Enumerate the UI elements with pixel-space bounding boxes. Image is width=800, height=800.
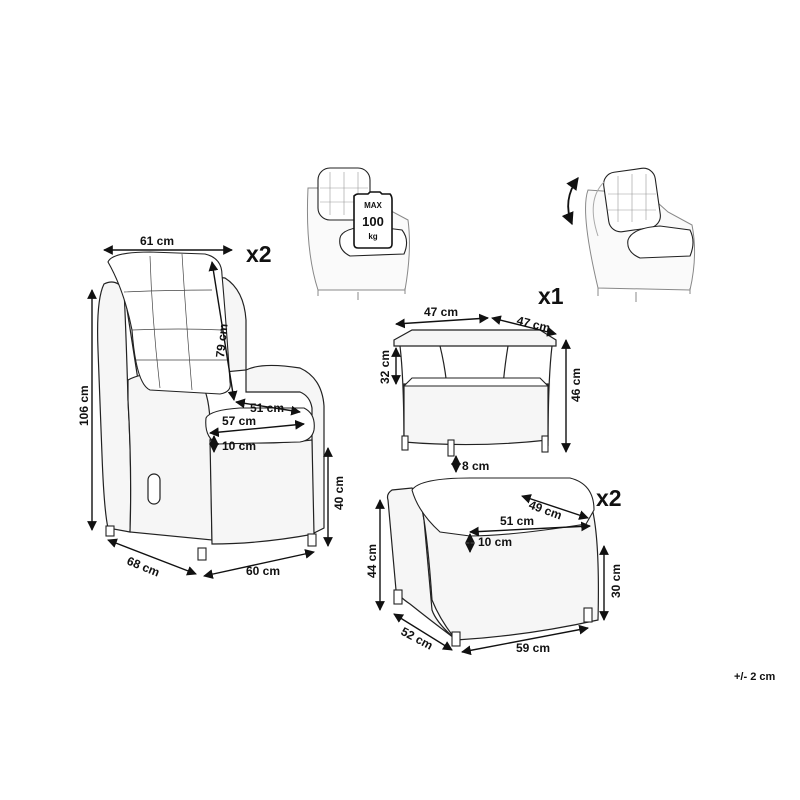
recline-lever [147, 473, 161, 505]
chair-seat-depth-label: 51 cm [250, 401, 284, 415]
chair-illustration [97, 251, 325, 561]
max-load-badge: MAX 100 kg [353, 191, 393, 249]
chair-base-width-label: 60 cm [246, 564, 280, 578]
ottoman-quantity: x2 [596, 485, 622, 511]
chair-load-illustration: MAX 100 kg [306, 167, 410, 300]
max-load-badge-top: MAX [364, 201, 382, 210]
ottoman-top-width-label: 51 cm [500, 514, 534, 528]
chair-seat-height-label: 40 cm [332, 476, 346, 510]
recline-arrow-icon [561, 176, 579, 226]
chair-front-panel [209, 439, 315, 545]
ottoman-dimensions [375, 494, 609, 656]
tolerance-note: +/- 2 cm [734, 671, 775, 683]
chair-depth-label: 68 cm [125, 554, 162, 580]
chair-cushion-thickness-label: 10 cm [222, 439, 256, 453]
chair-recline-illustration [561, 167, 696, 302]
ottoman-width-label: 59 cm [516, 641, 550, 655]
ottoman-illustration [386, 477, 599, 647]
chair-seat-width-label: 57 cm [222, 414, 256, 428]
chair-width-label: 61 cm [140, 234, 174, 248]
table-shelf [403, 383, 549, 446]
chair-dimensions [87, 245, 333, 579]
table-top [393, 329, 557, 347]
table-height-label: 46 cm [569, 368, 583, 402]
ottoman-frame-height-label: 30 cm [609, 564, 623, 598]
ottoman-height-label: 44 cm [365, 544, 379, 578]
chair-backrest-height-label: 79 cm [213, 323, 230, 358]
table-quantity: x1 [538, 283, 564, 309]
chair-left-arm [127, 372, 213, 541]
table-labels: x1 47 cm 47 cm 32 cm 46 cm 8 cm [378, 283, 583, 473]
chair-quantity: x2 [246, 241, 272, 267]
table-shelf-height-label: 32 cm [378, 350, 392, 384]
max-load-badge-value: 100 [362, 214, 384, 229]
chair-height-label: 106 cm [77, 385, 91, 426]
ottoman-cushion-thickness-label: 10 cm [478, 535, 512, 549]
chair-left-side [97, 281, 132, 533]
table-dimensions [391, 313, 571, 473]
max-load-badge-unit: kg [368, 232, 377, 241]
chair-right-arm [245, 364, 325, 535]
table-leg-clearance-label: 8 cm [462, 459, 489, 473]
table-illustration [393, 329, 557, 457]
table-width-label: 47 cm [424, 305, 458, 319]
